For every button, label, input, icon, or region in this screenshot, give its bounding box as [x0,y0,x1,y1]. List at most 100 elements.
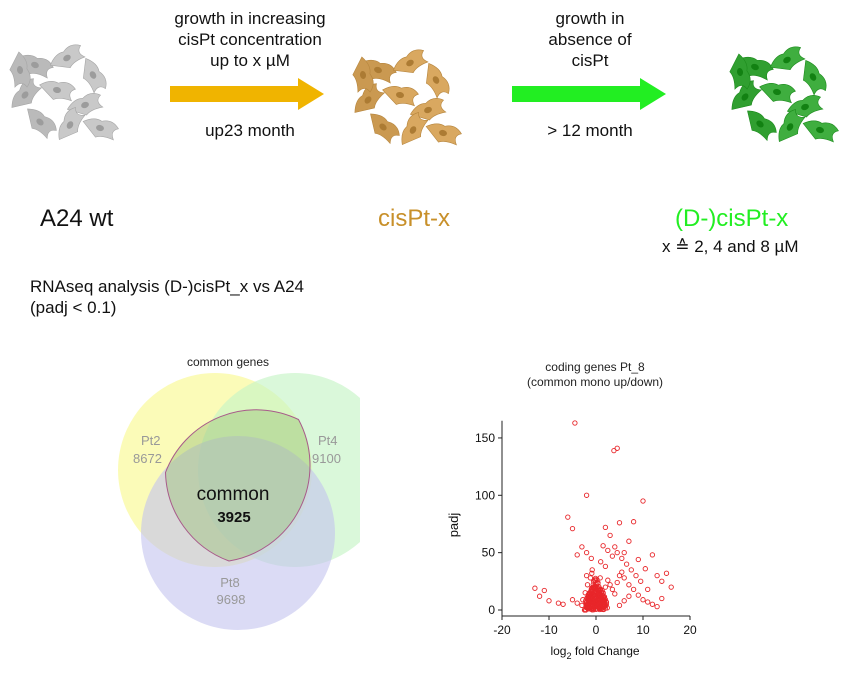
cell-icon [759,83,796,104]
step1-line-2: cisPt concentration [178,30,322,49]
step1-line-3: up to x µM [210,51,290,70]
data-point [642,566,648,572]
xlabel-rest: fold Change [571,644,639,658]
venn-diagram: common genes Pt2 8672 Pt4 9100 Pt8 9698 … [118,355,360,630]
data-point [607,582,613,588]
data-point [605,547,611,554]
volcano-title-line-2: (common mono up/down) [527,375,663,389]
data-point [609,553,616,559]
data-point [600,543,606,549]
wt-cells-group [9,44,119,141]
venn-label-pt4: Pt4 [318,433,338,448]
cell-icon [66,93,104,116]
cell-icon [83,57,107,94]
data-point [598,589,604,595]
data-point [605,577,611,583]
cell-icon [82,118,119,141]
data-point [619,569,625,575]
data-point [626,582,632,588]
data-point [619,555,625,562]
data-point [645,586,651,593]
xlabel-log: log [550,644,566,658]
step2-description: growth in absence of cisPt [490,8,690,71]
venn-label-pt8: Pt8 [220,575,240,590]
data-point [640,498,646,504]
volcano-xtick-label: 10 [636,623,650,637]
data-point [598,559,604,565]
data-point [582,606,588,613]
step1-duration: up23 month [205,121,295,140]
data-point [588,555,594,562]
analysis-line-2: (padj < 0.1) [30,298,117,317]
step2-duration: > 12 month [547,121,633,140]
volcano-plot: coding genes Pt_8 (common mono up/down) … [446,360,697,660]
volcano-ytick-label: 100 [475,488,495,502]
data-point [569,525,576,532]
volcano-xtick-label: -10 [540,623,558,637]
data-point [623,561,630,567]
cell-icon [11,78,43,108]
venn-common-label: common [197,484,270,505]
data-point [589,585,595,591]
data-point [630,586,637,593]
volcano-xtick-label: -20 [493,623,511,637]
data-point [589,603,595,610]
data-point [584,582,591,588]
step1-line-1: growth in increasing [174,9,326,28]
data-point [536,593,543,599]
cell-icon [370,113,400,145]
dcispt-cells-illustration [729,46,839,143]
data-point [569,597,576,603]
volcano-points [532,420,674,613]
arrow-right-icon [512,78,666,110]
step2-line-1: growth in [555,9,625,28]
stage-label-wt: A24 wt [40,205,114,232]
data-point [616,520,623,526]
data-point [654,603,660,610]
venn-count-pt4: 9100 [312,451,341,466]
data-point [607,532,613,539]
data-point [609,586,616,593]
cell-icon [392,49,429,73]
volcano-ytick-label: 50 [482,546,496,560]
step2-line-2: absence of [548,30,632,49]
cell-icon [769,46,806,70]
data-point [586,600,592,606]
volcano-title-line-1: coding genes Pt_8 [545,360,645,374]
venn-title: common genes [187,355,269,369]
cispt-cells-group [352,49,462,146]
data-point [626,593,632,599]
step1-arrow [170,78,324,110]
data-point [640,597,646,603]
cell-icon [352,56,374,93]
data-point [589,592,596,599]
data-point [611,447,617,454]
data-point [593,581,599,588]
data-point [614,579,620,586]
data-point [596,589,603,595]
data-point [565,514,571,520]
data-point [659,595,665,602]
data-point [541,587,547,594]
wt-cells-illustration [9,44,119,141]
data-point [583,549,590,556]
data-point [600,603,607,609]
data-point [574,552,580,558]
data-point [596,595,603,602]
data-point [649,601,656,607]
venn-set-pt8 [141,436,335,630]
data-point [659,578,665,584]
data-point [579,544,585,550]
data-point [663,570,670,576]
data-point [630,519,637,525]
analysis-description: RNAseq analysis (D-)cisPt_x vs A24 (padj… [30,276,304,318]
venn-count-pt2: 8672 [133,451,162,466]
data-point [621,575,627,581]
data-point [602,524,609,531]
cell-icon [778,109,806,143]
data-point [645,599,651,605]
data-point [612,591,618,597]
stage-label-cispt: cisPt-x [378,205,450,232]
xlabel-subscript: 2 [566,651,571,660]
